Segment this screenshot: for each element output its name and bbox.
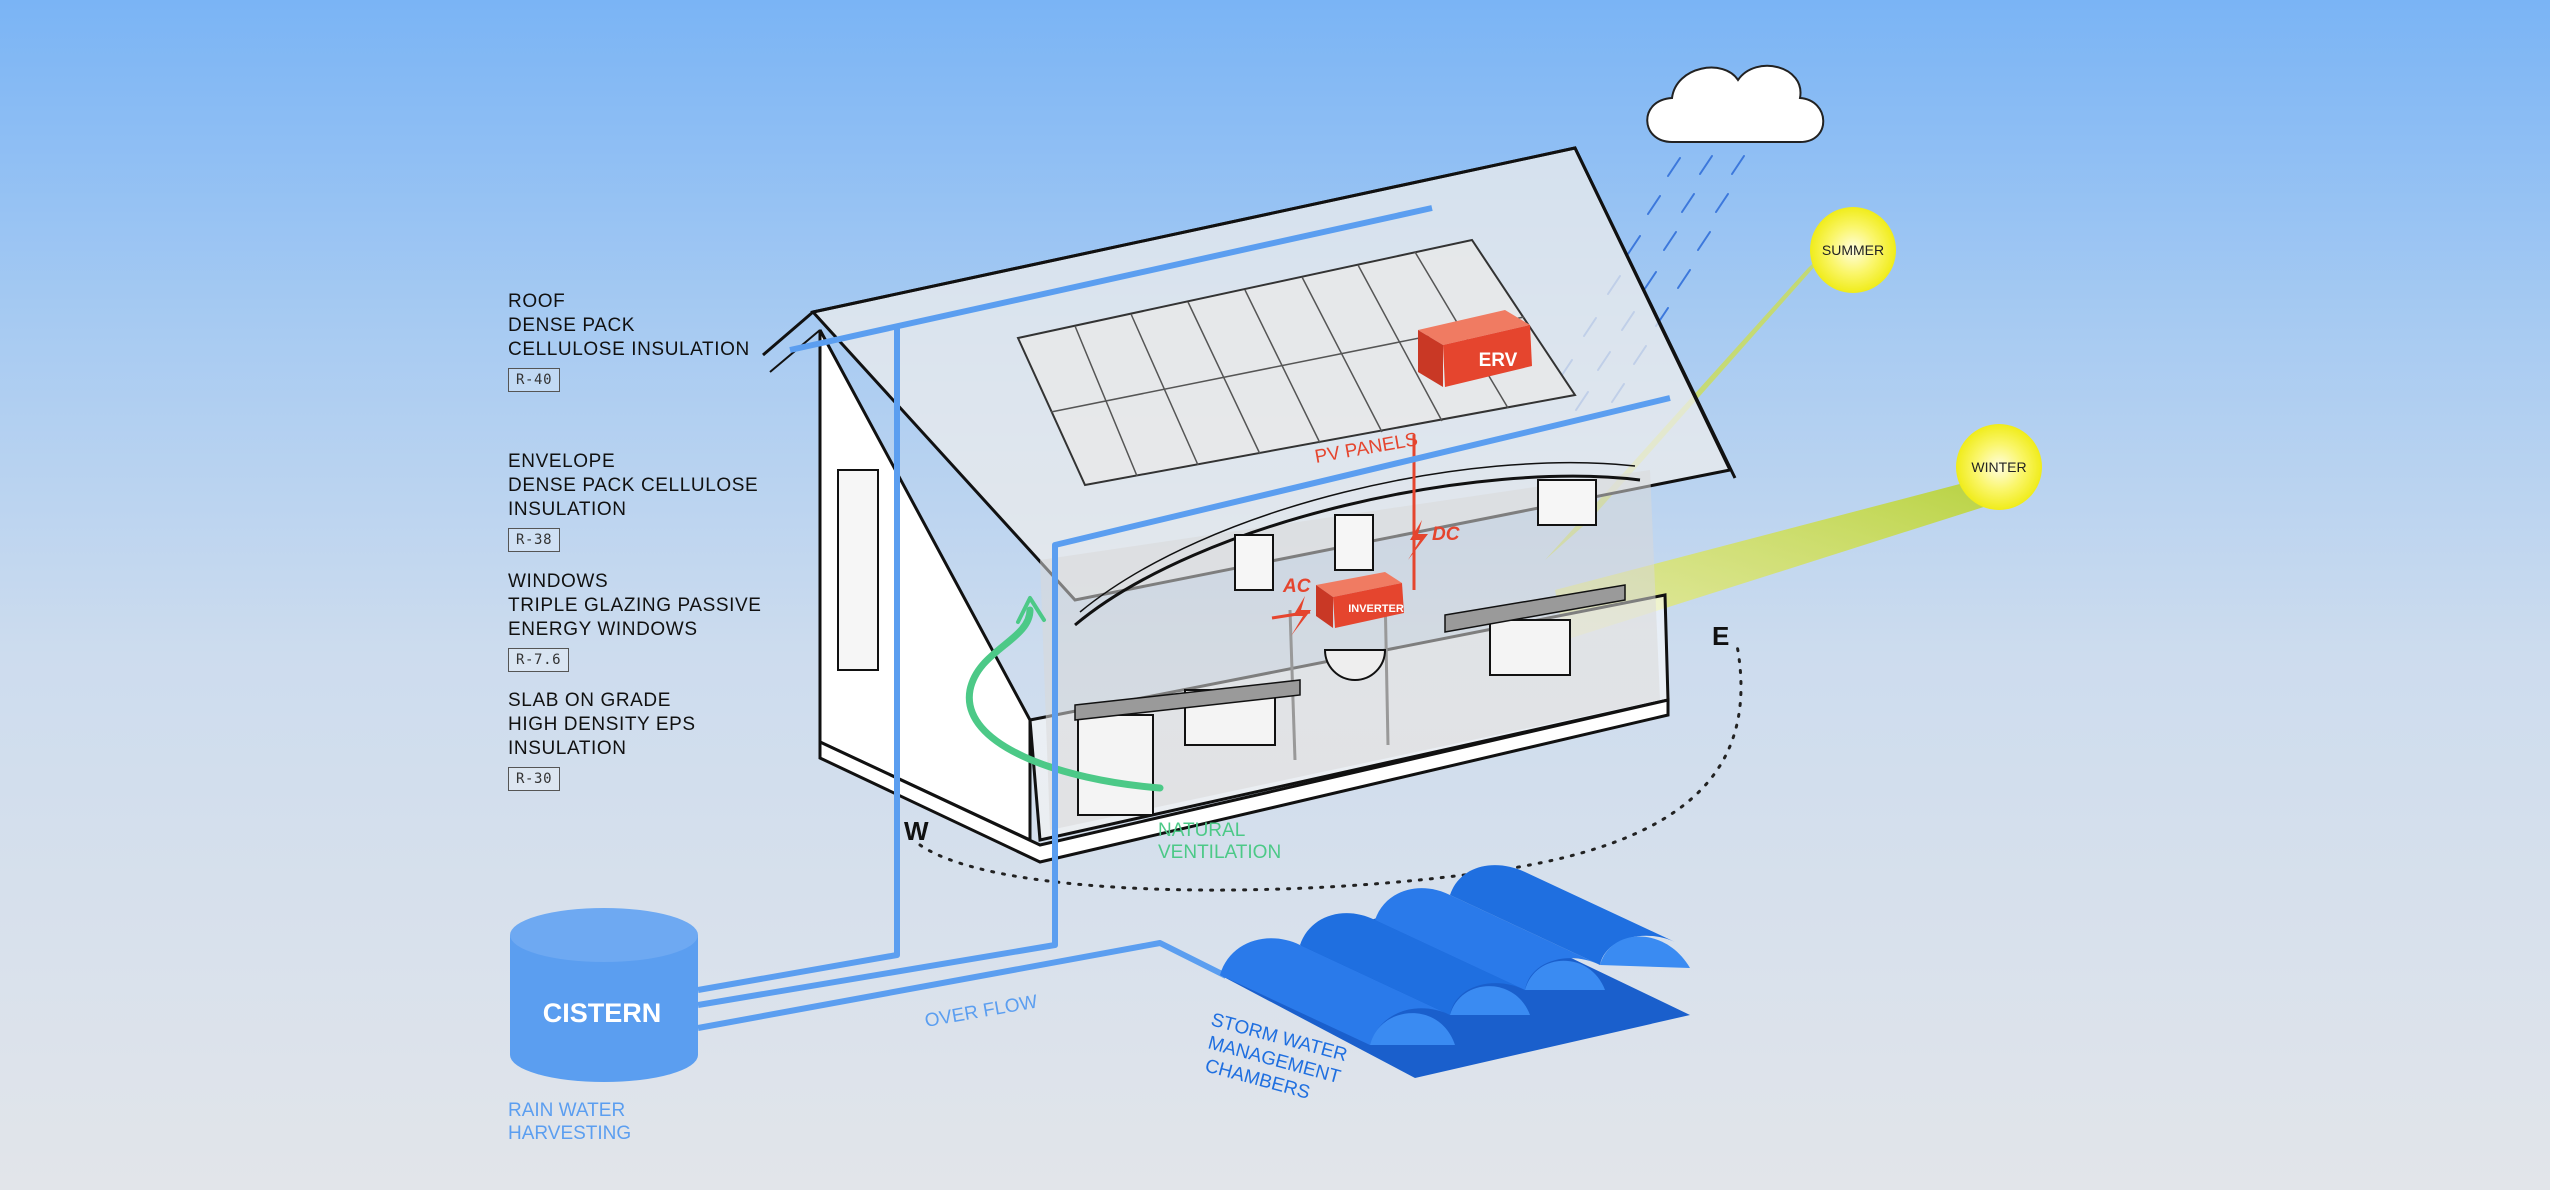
ac-label: AC [1282,576,1311,597]
spec-slab-line2: HIGH DENSITY EPS [508,714,696,735]
inverter-front [1316,585,1333,628]
inverter-unit: INVERTER [1316,572,1404,628]
summer-sun-icon [1810,207,1896,293]
vaulted-ceiling-inner [1079,461,1636,613]
side-window [837,469,879,671]
harvest-label-line1: RAIN WATER [508,1100,625,1121]
cloud-icon [1646,64,1825,143]
spec-envelope-rvalue: R-38 [508,528,561,552]
spec-roof-rvalue: R-40 [508,368,561,392]
spec-envelope-line2: DENSE PACK CELLULOSE [508,475,759,496]
pv-panel-array [1016,238,1577,487]
spec-slab-rvalue: R-30 [508,767,561,791]
rainwater-pipes [697,205,1671,1031]
erv-side [1443,325,1532,387]
inverter-label: INVERTER [1348,603,1404,615]
erv-top [1418,310,1530,345]
house-slab [818,698,1670,864]
ventilation-label-line1: NATURAL [1158,820,1245,841]
spec-windows-line3: ENERGY WINDOWS [508,619,698,640]
spec-roof-line3: CELLULOSE INSULATION [508,339,750,360]
spec-windows-rvalue: R-7.6 [508,648,570,672]
vaulted-ceiling [1074,474,1641,627]
ventilation-arrow-head [1016,596,1046,624]
upper-window-3 [1537,479,1597,526]
spec-envelope: ENVELOPE DENSE PACK CELLULOSE INSULATION… [508,450,758,552]
round-window [1323,649,1387,681]
dc-label: DC [1432,524,1460,545]
spec-envelope-line3: INSULATION [508,499,627,520]
winter-sun-label: WINTER [1971,459,2026,475]
erv-front [1418,330,1443,387]
upper-window-1 [1234,534,1274,591]
summer-sun: SUMMER [1810,207,1896,293]
upper-window-2 [1334,514,1374,571]
cistern-body [510,935,698,1082]
spec-envelope-line1: ENVELOPE [508,451,616,472]
harvest-label-line2: HARVESTING [508,1123,631,1144]
lower-window-2 [1489,619,1571,676]
spec-slab: SLAB ON GRADE HIGH DENSITY EPS INSULATIO… [508,689,696,791]
inverter-top [1316,572,1402,597]
spec-windows-line1: WINDOWS [508,571,609,592]
erv-unit: ERV [1418,310,1532,387]
spec-roof-line2: DENSE PACK [508,315,636,336]
winter-sun: WINTER [1956,424,2042,510]
ac-bolt-icon [1291,596,1311,636]
winter-sun-icon [1956,424,2042,510]
spec-slab-line1: SLAB ON GRADE [508,690,672,711]
spec-roof-line1: ROOF [508,291,566,312]
dc-bolt-icon [1408,520,1428,560]
spec-slab-line3: INSULATION [508,738,627,759]
downspout-pipe-1-drop [697,325,900,993]
erv-label: ERV [1479,350,1518,371]
ventilation-arrow [965,606,1164,792]
chamber-ends [1370,936,1690,1045]
spec-roof: ROOF DENSE PACK CELLULOSE INSULATION R-4… [508,290,750,392]
chamber-row-1 [1220,865,1675,1045]
awning-left [1074,679,1301,721]
roof-eave [762,146,1737,479]
house [762,146,1737,864]
storm-water-chambers [1220,865,1690,1078]
spec-windows: WINDOWS TRIPLE GLAZING PASSIVE ENERGY WI… [508,570,762,672]
ventilation-label-line2: VENTILATION [1158,842,1281,863]
downspout-pipe-2 [697,395,1671,1008]
compass-east: E [1712,621,1729,651]
cistern: CISTERN [510,908,698,1082]
cistern-label: CISTERN [543,998,662,1028]
inverter-side [1333,583,1404,628]
overflow-label: OVER FLOW [923,991,1039,1031]
compass-west: W [904,816,929,846]
overflow-pipe [697,940,1228,1031]
spec-windows-line2: TRIPLE GLAZING PASSIVE [508,595,762,616]
summer-sun-label: SUMMER [1822,242,1884,258]
cistern-top [510,908,698,962]
front-door [1077,714,1154,816]
awning-right [1444,584,1626,633]
